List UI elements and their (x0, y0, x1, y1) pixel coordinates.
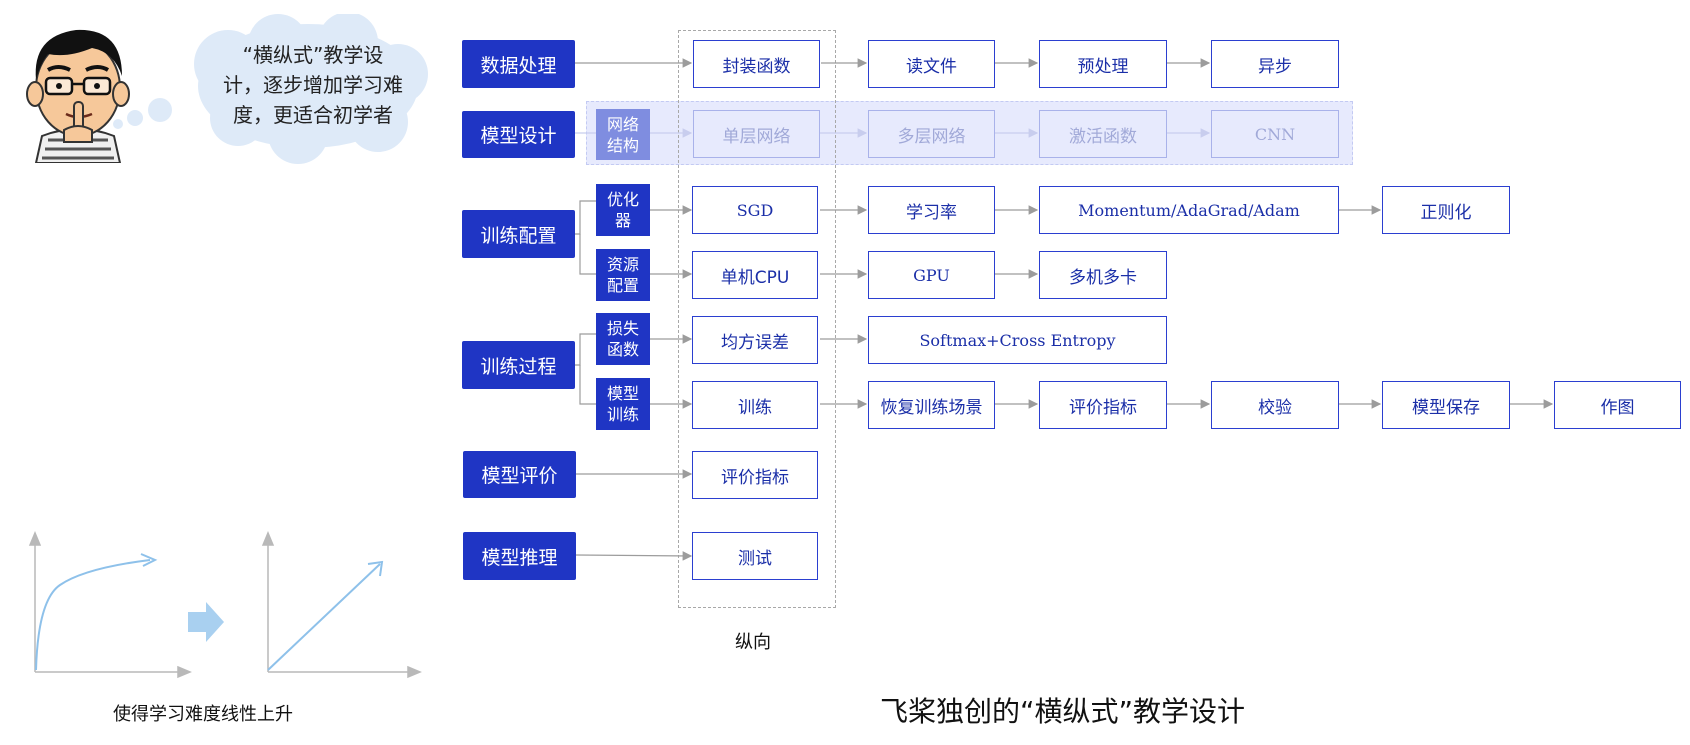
box-eval-metric-final: 评价指标 (692, 451, 818, 499)
category-data-processing: 数据处理 (462, 40, 575, 88)
vertical-label: 纵向 (735, 632, 771, 653)
left-caption: 使得学习难度线性上升 (113, 704, 293, 725)
box-preprocess: 预处理 (1039, 40, 1167, 88)
category-model-infer: 模型推理 (463, 532, 576, 580)
box-mse: 均方误差 (692, 316, 818, 364)
subcategory-resource: 资源 配置 (596, 249, 650, 301)
linear-curve (267, 563, 381, 671)
box-multi-machine: 多机多卡 (1039, 251, 1167, 299)
subcategory-network-structure: 网络 结构 (596, 109, 650, 160)
subcategory-loss-function: 损失 函数 (596, 313, 650, 365)
box-read-file: 读文件 (868, 40, 995, 88)
box-validate: 校验 (1211, 381, 1339, 429)
thought-bubble (108, 14, 428, 164)
box-learning-rate: 学习率 (868, 186, 995, 234)
category-model-eval: 模型评价 (463, 451, 576, 498)
box-single-cpu: 单机CPU (692, 251, 818, 299)
network-structure-band (586, 101, 1353, 165)
category-train-config: 训练配置 (462, 210, 575, 258)
box-save-model: 模型保存 (1382, 381, 1510, 429)
bottom-title: 飞桨独创的“横纵式”教学设计 (880, 695, 1246, 728)
box-resume-training: 恢复训练场景 (868, 381, 995, 429)
thought-line-2: 计，逐步增加学习难 (223, 73, 403, 97)
box-multi-layer-net: 多层网络 (868, 110, 995, 158)
box-cnn: CNN (1211, 110, 1339, 158)
right-arrow-icon (188, 602, 224, 642)
box-test: 测试 (692, 532, 818, 580)
category-model-design: 模型设计 (462, 111, 575, 158)
category-train-process: 训练过程 (462, 341, 575, 389)
box-activation: 激活函数 (1039, 110, 1167, 158)
box-train: 训练 (692, 381, 818, 429)
box-async: 异步 (1211, 40, 1339, 88)
box-single-layer-net: 单层网络 (693, 110, 820, 158)
vertical-direction-frame (678, 30, 836, 608)
subcategory-model-train: 模型 训练 (596, 378, 650, 430)
log-curve (35, 559, 151, 671)
box-sgd: SGD (692, 186, 818, 234)
thought-line-3: 度，更适合初学者 (233, 103, 393, 127)
box-eval-metric: 评价指标 (1039, 381, 1167, 429)
thinking-man-illustration (18, 18, 138, 163)
box-wrap-function: 封装函数 (693, 40, 820, 88)
thought-line-1: “横纵式”教学设 (242, 43, 384, 67)
learning-curve-comparison (28, 531, 422, 679)
box-regularization: 正则化 (1382, 186, 1510, 234)
box-momentum-adagrad-adam: Momentum/AdaGrad/Adam (1039, 186, 1339, 234)
box-plot: 作图 (1554, 381, 1681, 429)
subcategory-optimizer: 优化 器 (596, 184, 650, 236)
box-softmax-cross-entropy: Softmax+Cross Entropy (868, 316, 1167, 364)
thought-text: “横纵式”教学设 计，逐步增加学习难 度，更适合初学者 (198, 40, 428, 130)
box-gpu: GPU (868, 251, 995, 299)
